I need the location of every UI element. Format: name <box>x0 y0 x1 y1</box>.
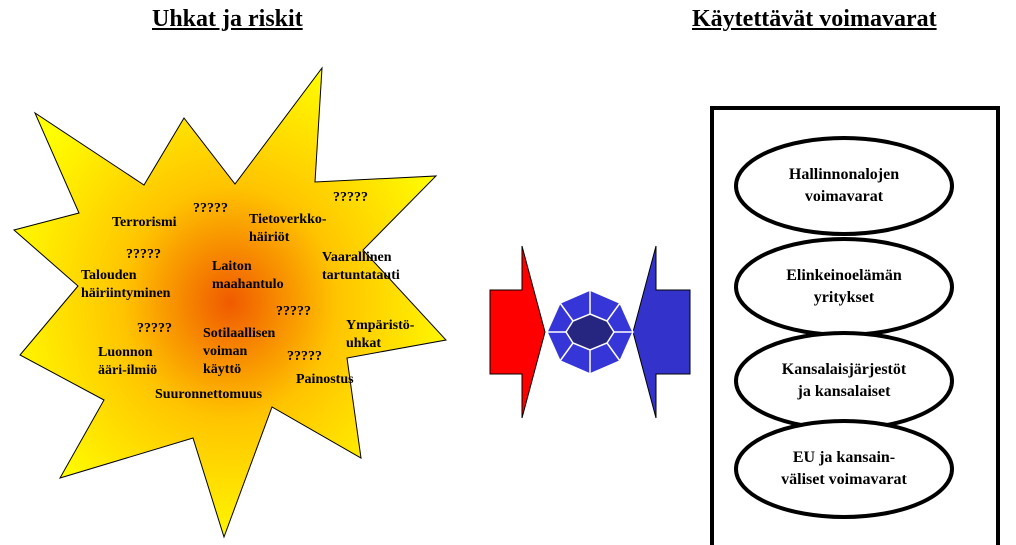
threat-unknown-1: ????? <box>193 201 228 216</box>
threat-unknown-3: ????? <box>126 247 161 262</box>
threat-unknown-6: ????? <box>287 349 322 364</box>
threat-environment: Ympäristö- uhkat <box>346 318 415 351</box>
threat-pressure: Painostus <box>296 372 354 387</box>
threat-immigration: Laiton maahantulo <box>212 259 284 292</box>
threats-heading: Uhkat ja riskit <box>152 6 303 32</box>
resource-ellipse-1 <box>734 136 954 236</box>
threat-unknown-4: ????? <box>276 304 311 319</box>
resource-label-3: Kansalaisjärjestöt ja kansalaiset <box>781 361 907 400</box>
resources-frame <box>710 106 1000 545</box>
resource-label-2: Elinkeinoelämän yritykset <box>786 267 902 306</box>
threat-economy: Talouden häiriintyminen <box>81 268 171 301</box>
threat-cyber: Tietoverkko- häiriöt <box>249 212 327 245</box>
threat-nature: Luonnon ääri-ilmiö <box>98 345 158 378</box>
resources-heading: Käytettävät voimavarat <box>692 6 937 32</box>
resource-ellipse-4 <box>734 419 954 519</box>
gem-icon <box>546 289 634 375</box>
threat-disease: Vaarallinen tartuntatauti <box>322 250 400 283</box>
threat-military: Sotilaallisen voiman käyttö <box>203 326 276 377</box>
threat-terrorism: Terrorismi <box>112 215 177 230</box>
threat-disaster: Suuronnettomuus <box>155 387 263 402</box>
resource-label-1: Hallinnonalojen voimavarat <box>788 166 900 205</box>
threat-unknown-5: ????? <box>137 321 172 336</box>
threat-unknown-2: ????? <box>333 190 368 205</box>
threat-burst <box>12 66 447 539</box>
resource-label-4: EU ja kansain- väliset voimavarat <box>781 449 907 488</box>
blue-arrow <box>632 245 691 419</box>
red-arrow <box>489 245 546 419</box>
